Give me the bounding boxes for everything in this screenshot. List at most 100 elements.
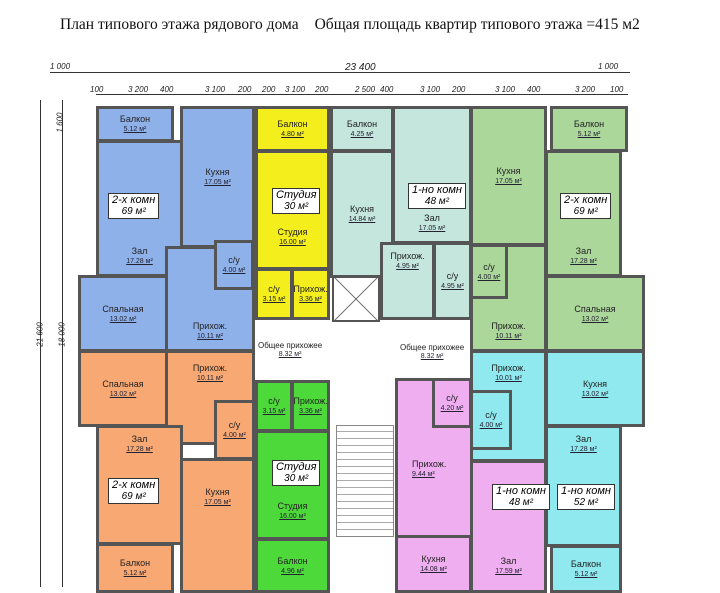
room-area: 10.11 м² [495,333,522,340]
apartment-area: 69 м² [121,206,146,217]
room-name: Общее прихожее [400,343,465,352]
room-name: Зал [131,434,148,444]
dim-balcony-depth: 1 600 [55,112,65,133]
room-area: 17.05 м² [204,179,231,186]
room-name: Кухня [205,487,230,497]
room-area: 4.96 м² [281,567,304,575]
room-name: с/у [228,420,241,430]
room-area: 17.05 м² [418,225,446,232]
room-name: с/у [483,261,495,272]
room-bathroom: с/у 4.00 м² [214,400,255,460]
room-area: 5.12 м² [123,126,147,133]
apartment-type: Студия [276,461,317,473]
room-name: Студия [277,501,308,511]
apartment-type: 1-но комн [412,184,462,196]
room-name: Зал [424,213,440,223]
room-area: 3.36 м² [299,408,322,415]
room-name: Прихож. [293,284,328,294]
room-area: 5.12 м² [577,131,601,138]
room-area: 13.02 м² [581,315,609,323]
room-area: 14.08 м² [420,566,447,573]
room-hallway: Прихож.3.36 м² [291,380,330,432]
apartment-type: 2-х комн [564,194,608,206]
room-area: 10.11 м² [196,333,224,340]
room-area: 16.00 м² [279,513,306,520]
dim-segment: 200 [262,85,276,94]
room-area: 3.15 м² [262,296,286,303]
room-name: Кухня [582,378,608,389]
room-name: Студия [277,227,308,237]
apartment-area: 30 м² [284,473,309,484]
room-name: с/у [446,393,458,403]
dim-segment: 3 200 [575,85,596,94]
room-name: с/у [268,396,280,406]
room-area: 17.05 м² [495,178,522,185]
room-area: 4.95 м² [441,283,464,290]
apartment-area: 69 м² [121,491,146,502]
dim-segment: 3 100 [495,85,516,94]
room-area: 4.00 м² [223,432,246,439]
room-name: Зал [575,246,592,256]
room-area: 4.00 м² [222,267,246,274]
room-area: 10.11 м² [196,375,224,382]
room-area: 14.84 м² [348,216,376,223]
room-area: 17.28 м² [126,258,153,265]
apartment-area: 30 м² [284,201,309,212]
room-area: 13.02 м² [109,390,137,398]
room-name: Кухня [349,204,375,214]
dim-vertical-inner: 18 000 [57,322,67,347]
room-name: Прихож. [192,321,228,331]
room-area: 17.28 м² [126,446,153,453]
dim-total: 23 400 [345,62,376,73]
dim-right-offset: 1 000 [598,62,619,71]
room-bathroom: с/у 3.15 м² [255,268,293,320]
room-name: Балкон [119,558,151,568]
room-name: Прихож. [491,363,526,373]
apartment-type: Студия [276,189,317,201]
apartment-type: 2-х комн [112,479,156,491]
room-area: 13.02 м² [109,315,137,323]
room-name: Балкон [277,119,308,129]
dim-segment: 200 [238,85,252,94]
room-area: 9.44 м² [412,471,435,478]
room-area: 13.02 м² [581,390,609,398]
dimension-line [40,100,41,587]
total-area: Общая площадь квартир типового этажа =41… [314,16,640,33]
room-name: с/у [268,284,280,294]
room-area: 17.28 м² [570,258,597,265]
room-name: Зал [575,434,592,444]
room-area: 4.25 м² [350,131,374,138]
room-name: с/у [446,271,459,281]
room-name: Зал [500,556,517,566]
room-bathroom: с/у 4.95 м² [433,242,472,320]
dim-segment: 400 [160,85,174,94]
room-name: Спальная [102,303,144,314]
apartment-area: 69 м² [573,206,598,217]
dim-segment: 100 [610,85,624,94]
room-area: 4.95 м² [396,263,419,270]
room-area: 8.32 м² [420,353,444,360]
room-hallway: Прихож.4.95 м² [380,242,435,320]
room-name: с/у [228,255,240,265]
room-area: 4.00 м² [477,273,501,281]
